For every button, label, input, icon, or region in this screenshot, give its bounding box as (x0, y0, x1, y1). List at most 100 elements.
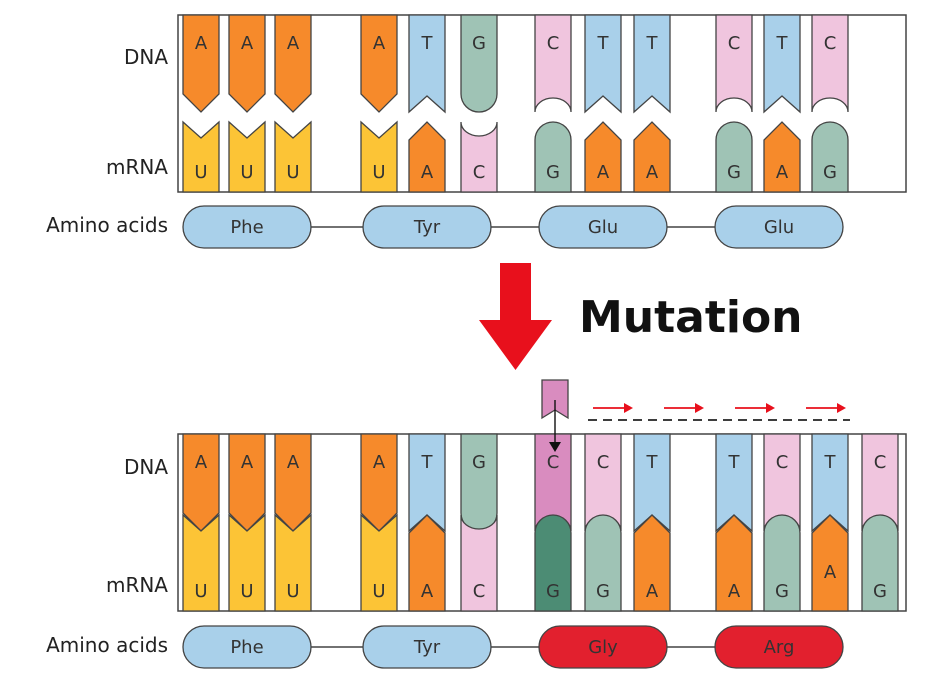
mrna-base-C: C (460, 121, 498, 193)
base-letter: A (597, 162, 610, 183)
base-letter: T (728, 452, 741, 473)
base-shape (460, 121, 498, 193)
base-shape (584, 121, 622, 193)
base-letter: T (646, 33, 659, 54)
amino-acid-tyr: Tyr (362, 625, 492, 669)
base-shape (861, 514, 899, 612)
mutation-indicator: Mutation (479, 263, 803, 370)
base-shape (182, 120, 220, 193)
base-shape (408, 514, 446, 612)
base-letter: C (824, 33, 837, 54)
dna-row-label: DNA (124, 45, 168, 69)
amino-acid-label: Tyr (413, 637, 441, 658)
arrow-head (837, 403, 846, 413)
arrow-head (766, 403, 775, 413)
base-shape (715, 433, 753, 533)
base-letter: G (823, 162, 837, 183)
mrna-base-A: A (584, 121, 622, 193)
dna-base-C: C (811, 14, 849, 113)
base-shape (763, 14, 801, 114)
base-shape (460, 433, 498, 532)
dna-base-T: T (633, 14, 671, 114)
base-shape (182, 14, 220, 113)
frameshift-indicator (588, 403, 850, 421)
base-letter: A (287, 33, 300, 54)
amino-acid-pill (714, 205, 844, 249)
base-shape (274, 433, 312, 532)
base-shape (408, 433, 446, 533)
base-letter: U (286, 162, 299, 183)
dna-base-T: T (408, 433, 446, 533)
base-shape (408, 14, 446, 114)
base-shape (360, 433, 398, 532)
dna-base-A: A (228, 14, 266, 113)
amino-acid-pill (182, 625, 312, 669)
base-letter: U (240, 162, 253, 183)
dna-base-A: A (274, 433, 312, 532)
base-letter: C (874, 452, 887, 473)
base-shape (182, 513, 220, 612)
base-letter: C (547, 33, 560, 54)
base-letter: C (728, 33, 741, 54)
amino-acid-label: Glu (764, 217, 794, 238)
dna-base-T: T (584, 14, 622, 114)
mrna-base-G: G (584, 514, 622, 612)
mrna-base-U: U (228, 120, 266, 193)
dna-row-label: DNA (124, 455, 168, 479)
base-letter: A (373, 452, 386, 473)
mrna-base-U: U (182, 513, 220, 612)
dna-base-C: C (534, 14, 572, 113)
amino-acid-pill (182, 205, 312, 249)
arrow-head (695, 403, 704, 413)
base-shape (534, 14, 572, 113)
mrna-base-A: A (763, 121, 801, 193)
right-arrow-icon (806, 403, 846, 413)
base-shape (228, 120, 266, 193)
base-letter: T (421, 452, 434, 473)
mrna-row-label: mRNA (106, 573, 168, 597)
base-letter: C (597, 452, 610, 473)
dna-base-A: A (182, 433, 220, 532)
base-letter: A (241, 33, 254, 54)
base-letter: A (728, 581, 741, 602)
base-shape (715, 121, 753, 193)
base-letter: C (473, 162, 486, 183)
dna-base-A: A (360, 14, 398, 113)
base-letter: A (776, 162, 789, 183)
base-shape (763, 121, 801, 193)
base-shape (274, 120, 312, 193)
amino-acid-phe: Phe (182, 625, 312, 669)
mrna-base-U: U (360, 120, 398, 193)
mrna-base-G: G (763, 514, 801, 612)
dna-base-G: G (460, 14, 498, 113)
base-letter: G (472, 452, 486, 473)
mrna-base-A: A (633, 514, 671, 612)
amino-acid-label: Tyr (413, 217, 441, 238)
base-shape (274, 513, 312, 612)
dna-base-T: T (715, 433, 753, 533)
base-shape (633, 121, 671, 193)
dna-base-T: T (633, 433, 671, 533)
base-letter: C (473, 581, 486, 602)
base-letter: C (776, 452, 789, 473)
base-shape (360, 513, 398, 612)
base-letter: A (421, 581, 434, 602)
mrna-base-G: G (715, 121, 753, 193)
dna-base-G: G (460, 433, 498, 532)
base-shape (811, 514, 849, 612)
base-letter: A (646, 162, 659, 183)
amino-acid-pill (538, 625, 668, 669)
base-letter: A (241, 452, 254, 473)
base-shape (584, 514, 622, 612)
amino-acid-label: Glu (588, 217, 618, 238)
dna-base-C: C (715, 14, 753, 113)
mrna-row-label: mRNA (106, 155, 168, 179)
